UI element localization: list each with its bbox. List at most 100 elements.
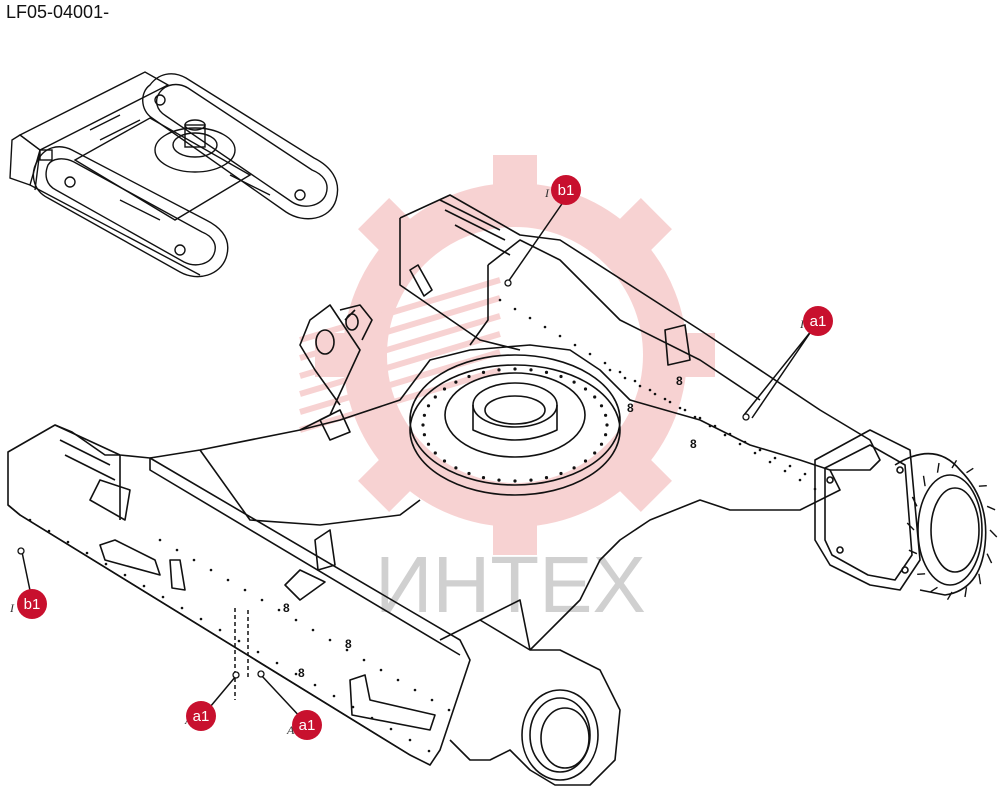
- bolt-hole: [708, 424, 712, 428]
- bolt-hole: [583, 459, 588, 463]
- callout-label: a1: [299, 717, 316, 734]
- bolt-hole: [142, 584, 146, 588]
- bolt-hole: [311, 628, 315, 632]
- bolt-hole: [693, 415, 697, 419]
- bolt-hole: [66, 540, 70, 544]
- bolt-hole: [28, 518, 32, 522]
- bolt-hole: [572, 380, 576, 384]
- bolt-hole: [618, 370, 622, 374]
- bolt-hole: [260, 598, 264, 602]
- bolt-hole: [433, 395, 437, 399]
- bolt-hole: [47, 529, 51, 533]
- bolt-hole: [430, 698, 434, 702]
- leader-points: [17, 279, 750, 679]
- bolt-hole: [604, 413, 608, 417]
- bolt-hole: [370, 716, 374, 720]
- bolt-hole: [442, 459, 447, 463]
- bolt-hole: [604, 433, 608, 437]
- bolt-hole: [599, 404, 604, 408]
- bolt-hole: [663, 397, 667, 401]
- bolt-hole: [447, 708, 451, 712]
- bolt-hole: [623, 376, 627, 380]
- bolt-hole: [277, 608, 281, 612]
- bolt-hole: [603, 361, 607, 365]
- bolt-hole: [328, 638, 332, 642]
- bolt-hole: [294, 618, 298, 622]
- bolt-hole: [529, 368, 533, 372]
- bolt-hole: [427, 749, 431, 753]
- bolt-mark: 8: [690, 437, 697, 451]
- bolt-hole: [426, 442, 431, 446]
- bolt-hole: [85, 551, 89, 555]
- bolt-hole: [513, 307, 517, 311]
- callout-label: a1: [193, 708, 210, 725]
- bolt-hole: [803, 472, 807, 476]
- bolt-hole: [467, 374, 471, 379]
- bolt-hole: [698, 416, 702, 420]
- bolt-hole: [544, 476, 549, 480]
- bolt-hole: [758, 448, 762, 452]
- bolt-hole: [583, 387, 588, 391]
- bolt-hole: [678, 406, 682, 410]
- bolt-hole: [713, 424, 717, 428]
- bolt-hole: [497, 478, 501, 482]
- bolt-hole: [294, 672, 298, 676]
- bolt-marks: 8 8 8 8 8 8: [283, 374, 697, 680]
- bolt-hole: [753, 451, 757, 455]
- bolt-hole: [605, 423, 609, 427]
- callout-a1-right[interactable]: I a1: [799, 306, 833, 336]
- bolt-hole: [728, 432, 732, 436]
- bolt-mark: 8: [627, 401, 634, 415]
- bolt-hole: [559, 471, 563, 476]
- callout-a1-bottom-2[interactable]: A a1: [286, 710, 322, 740]
- bolt-hole: [599, 442, 604, 446]
- undercarriage-frame: [7, 194, 998, 786]
- bolt-hole: [653, 392, 657, 396]
- bolt-hole: [454, 466, 458, 470]
- thumbnail-undercarriage-image: [9, 71, 339, 278]
- bolt-hole: [422, 433, 426, 437]
- bolt-hole: [104, 562, 108, 566]
- bolt-hole: [788, 464, 792, 468]
- bolt-hole: [379, 668, 383, 672]
- bolt-hole: [408, 738, 412, 742]
- bolt-hole: [633, 379, 637, 383]
- bolt-hole: [123, 573, 127, 577]
- bolt-hole: [426, 404, 431, 408]
- bolt-hole: [362, 658, 366, 662]
- bolt-hole: [275, 661, 279, 665]
- bolt-hole: [180, 606, 184, 610]
- bolt-hole: [481, 476, 486, 480]
- bolt-holes: [28, 298, 817, 753]
- bolt-hole: [389, 727, 393, 731]
- bolt-hole: [513, 367, 517, 371]
- page-title: LF05-04001-: [6, 2, 110, 22]
- bolt-hole: [668, 400, 672, 404]
- callout-ref-letter: I: [799, 317, 805, 331]
- bolt-hole: [199, 617, 203, 621]
- bolt-hole: [454, 380, 458, 384]
- bolt-hole: [608, 368, 612, 372]
- bolt-hole: [313, 683, 317, 687]
- bolt-hole: [332, 694, 336, 698]
- bolt-hole: [481, 370, 486, 374]
- bolt-hole: [723, 433, 727, 437]
- bolt-hole: [529, 478, 533, 482]
- bolt-hole: [422, 413, 426, 417]
- bolt-hole: [192, 558, 196, 562]
- bolt-hole: [559, 374, 563, 379]
- callout-ref-letter: I: [9, 601, 15, 615]
- callout-label: b1: [24, 596, 41, 613]
- bolt-mark: 8: [298, 666, 305, 680]
- callout-b1-left[interactable]: I b1: [9, 589, 47, 619]
- callout-b1-top[interactable]: I b1: [544, 175, 581, 205]
- bolt-hole: [243, 588, 247, 592]
- callout-a1-bottom-1[interactable]: A a1: [184, 701, 216, 731]
- callout-label: b1: [558, 182, 575, 199]
- bolt-hole: [593, 451, 597, 455]
- bolt-hole: [467, 471, 471, 476]
- bolt-hole: [773, 456, 777, 460]
- watermark-text: ИНТЕХ: [375, 540, 646, 629]
- bolt-hole: [396, 678, 400, 682]
